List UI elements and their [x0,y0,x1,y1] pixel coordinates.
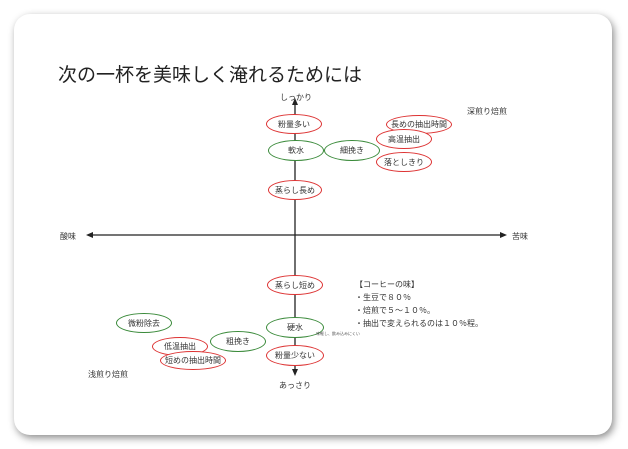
dark-roast-label: 深煎り焙煎 [467,107,507,116]
oval-funryo-ooi: 粉量多い [266,114,322,134]
oval-koon: 高温抽出 [376,129,432,149]
arrow-left-icon [86,232,93,238]
light-roast-label: 浅煎り焙煎 [88,370,128,379]
oval-mijikame-chushutsu: 短めの抽出時間 [160,351,226,370]
oval-bifun: 微粉除去 [116,313,172,333]
oval-hosobiki: 細挽き [324,140,380,161]
note-line: ・抽出で変えられるのは１０％程。 [355,319,483,328]
axis-top-label: しっかり [280,93,312,102]
page-title: 次の一杯を美味しく淹れるためには [58,64,363,86]
oval-kousui: 硬水 [266,317,324,338]
note-heading: 【コーヒーの味】 [355,280,419,289]
note-line: ・生豆で８０％ [355,293,411,302]
oval-funryo-sukunai: 粉量少ない [266,345,324,366]
oval-murashi-mijikame: 蒸らし短め [267,275,323,295]
arrow-up-icon [292,98,298,105]
axis-left-label: 酸味 [60,232,76,241]
oval-otoshikiri: 落としきり [376,152,432,172]
arrow-down-icon [292,369,298,376]
oval-murashi-nagame: 蒸らし長め [268,180,322,200]
coffee-taste-note: 【コーヒーの味】 ・生豆で８０％ ・焙煎で５～１０％。 ・抽出で変えられるのは１… [355,278,483,330]
arrow-right-icon [500,232,507,238]
axis-bottom-label: あっさり [279,381,311,390]
slide [14,14,612,435]
kousui-note: 味軽し、飲み込みにくい [316,331,360,336]
oval-arabiki: 粗挽き [210,331,266,352]
note-line: ・焙煎で５～１０％。 [355,306,435,315]
oval-nansui: 軟水 [268,140,324,161]
axis-right-label: 苦味 [512,232,528,241]
